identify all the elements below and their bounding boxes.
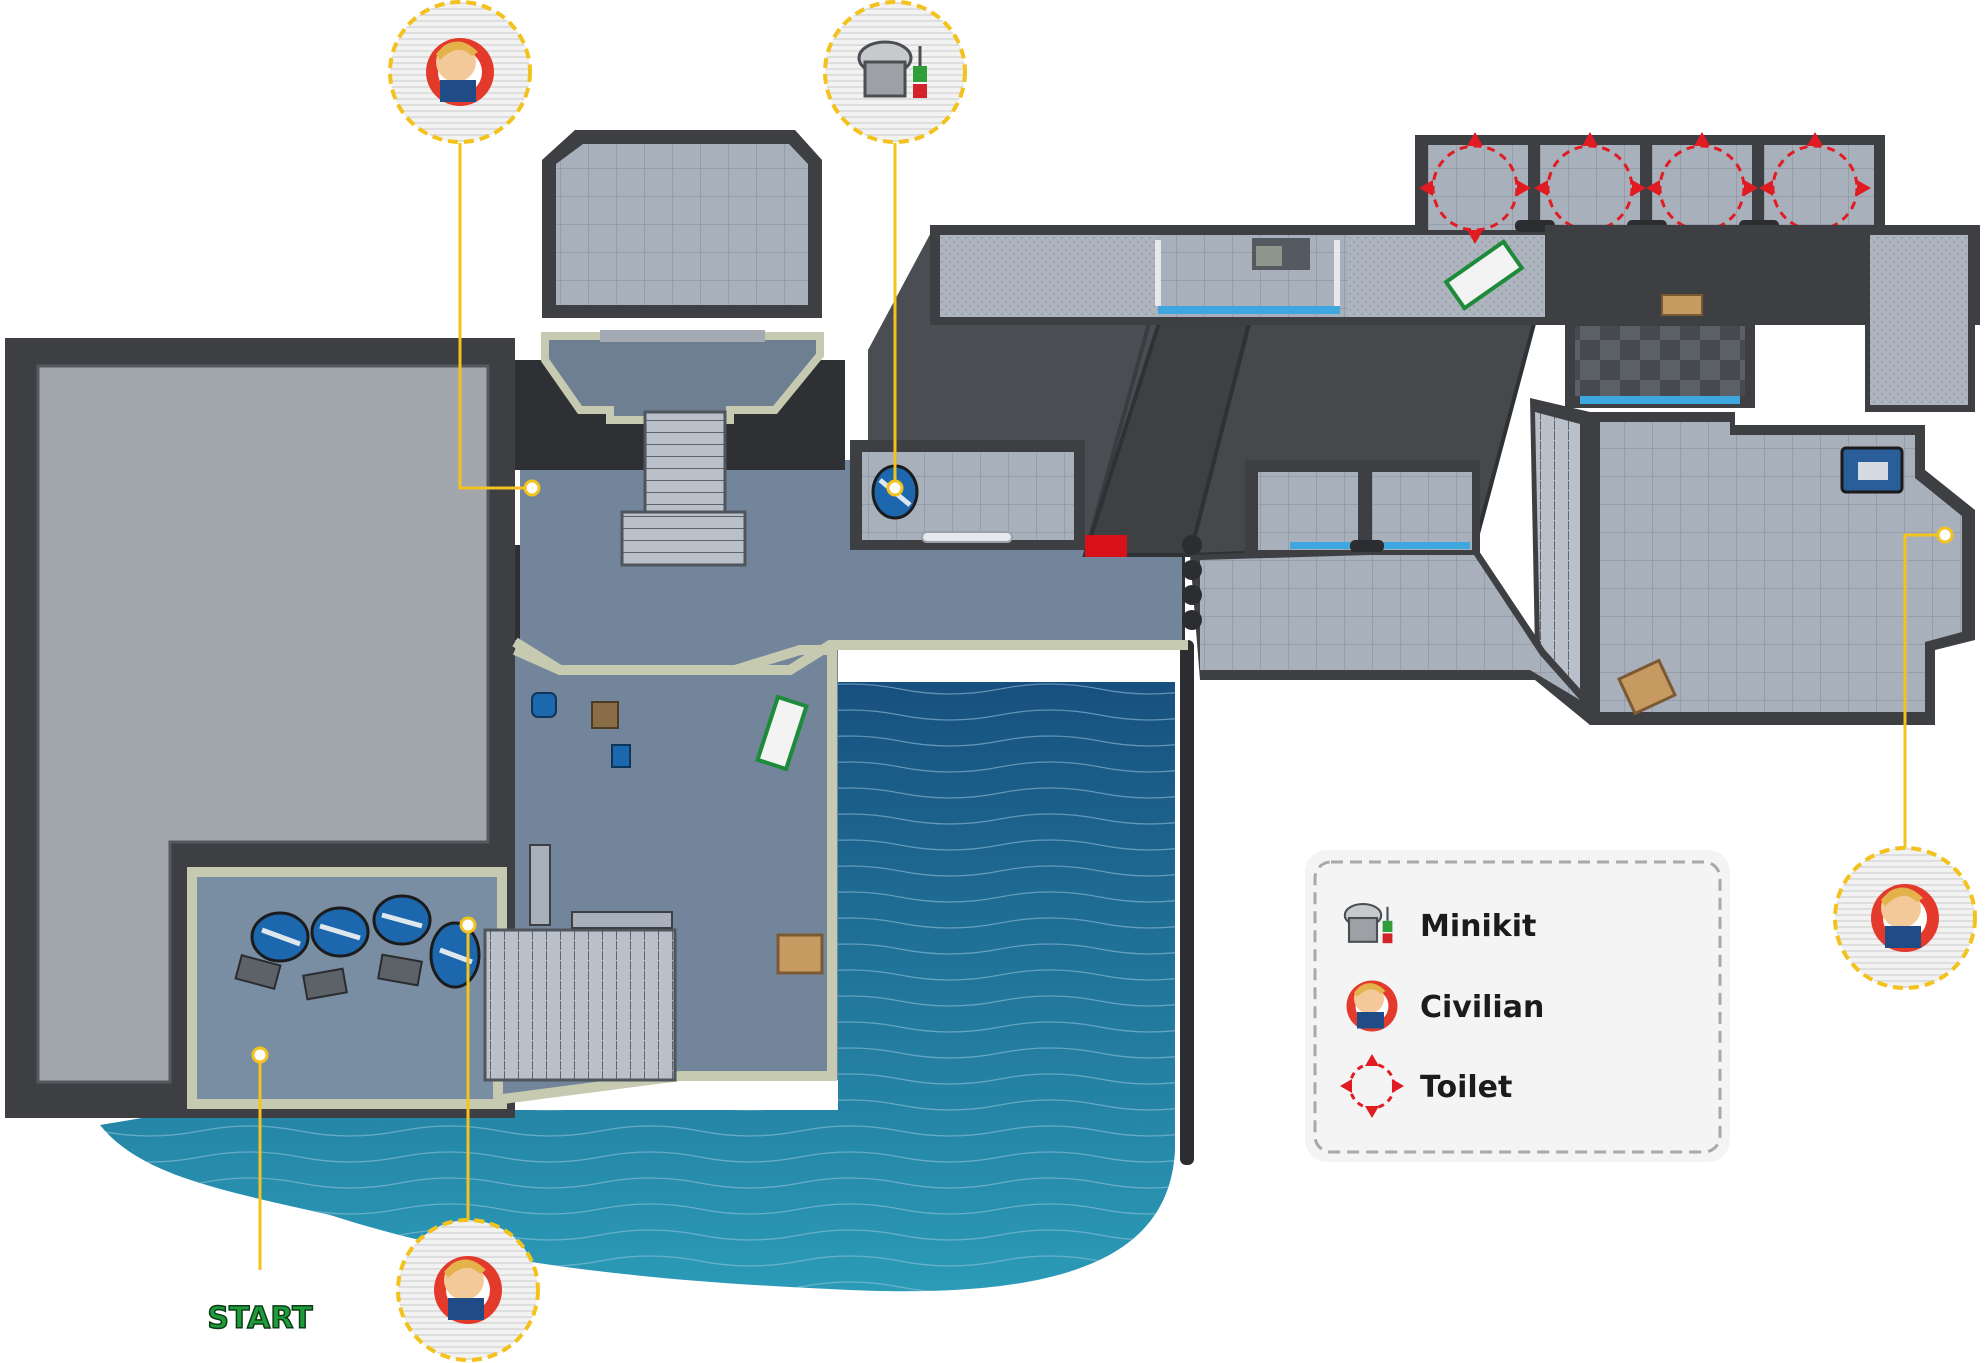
toilet-marker[interactable] — [1646, 132, 1758, 244]
legend-label: Civilian — [1420, 990, 1544, 1025]
legend-label: Toilet — [1420, 1070, 1512, 1105]
toilet-marker[interactable] — [1534, 132, 1646, 244]
start-label: START — [207, 1301, 313, 1336]
right-upper-corridor — [1545, 225, 1975, 412]
minikit-icon — [857, 40, 927, 98]
toilet-marker[interactable] — [1759, 132, 1871, 244]
civilian-icon — [434, 1256, 502, 1324]
toilet-markers — [1419, 132, 1871, 244]
right-main-room — [1590, 412, 1975, 725]
civilian-icon — [1871, 884, 1939, 952]
minikit-icon — [1343, 902, 1393, 944]
water-area — [100, 640, 1194, 1292]
map-legend: Minikit Civilian Toilet — [1305, 850, 1730, 1162]
callout-anchors — [251, 479, 1954, 1064]
right-stair-room — [1530, 398, 1590, 700]
callout-lines — [258, 143, 1945, 1270]
civilian-badge-right[interactable] — [1833, 846, 1977, 990]
civilian-icon — [426, 38, 494, 106]
minikit-badge-top[interactable] — [823, 0, 967, 144]
toilet-marker[interactable] — [1419, 132, 1531, 244]
middle-tiled-rooms — [1190, 460, 1590, 725]
toilet-target-icon — [1340, 1054, 1404, 1118]
legend-label: Minikit — [1420, 909, 1536, 944]
octagon-room — [541, 130, 824, 567]
legend-item-minikit: Minikit — [1343, 902, 1536, 944]
legend-item-toilet: Toilet — [1340, 1054, 1512, 1118]
civilian-badge-bottom[interactable] — [396, 1218, 540, 1362]
civilian-badge-top[interactable] — [388, 0, 532, 144]
civilian-icon — [1346, 980, 1398, 1032]
checker-room — [1565, 318, 1755, 408]
legend-item-civilian: Civilian — [1346, 980, 1544, 1032]
bollards — [1182, 535, 1202, 630]
